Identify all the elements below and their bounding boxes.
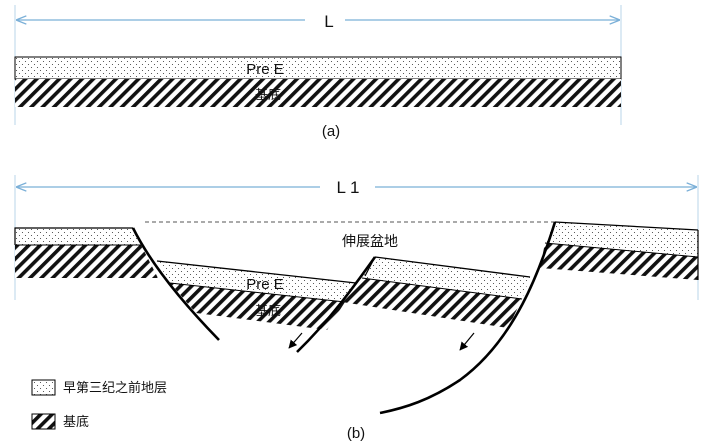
right-block-top xyxy=(554,221,699,231)
tilted-block-1-basement xyxy=(170,283,345,330)
caption-b: (b) xyxy=(347,425,365,442)
legend-item-basement: 基底 xyxy=(31,413,89,430)
tilted-block-1-interface xyxy=(169,282,346,303)
tilted-block-2-basement xyxy=(342,278,522,328)
fault-2 xyxy=(296,256,377,353)
pre-e-layer xyxy=(14,56,622,80)
left-block-basement xyxy=(15,245,158,278)
slip-arrow-2 xyxy=(459,332,475,351)
panel-b: L 1 伸展盆地 Pre E 基底 (b) xyxy=(14,175,699,442)
legend: 早第三纪之前地层 基底 xyxy=(31,379,167,430)
fault-3 xyxy=(379,221,557,415)
legend-swatch-hatch xyxy=(31,413,56,430)
legend-label-basement: 基底 xyxy=(63,414,89,430)
basement-layer xyxy=(15,79,621,107)
tilted-block-1-top xyxy=(156,260,357,284)
dimension-label-l: L xyxy=(324,12,333,31)
legend-label-pre-tertiary: 早第三纪之前地层 xyxy=(63,380,167,396)
caption-a: (a) xyxy=(322,123,340,140)
basement-label-b: 基底 xyxy=(255,303,281,319)
basin-label: 伸展盆地 xyxy=(342,234,398,250)
tilted-block-2-pre-e xyxy=(362,257,530,299)
basement-label: 基底 xyxy=(255,87,281,103)
pre-e-label-b: Pre E xyxy=(246,276,284,293)
tilted-block-2-interface xyxy=(361,277,523,300)
left-block-outline xyxy=(14,227,133,245)
tilted-block-2-top xyxy=(374,256,531,278)
right-block-basement xyxy=(540,243,698,280)
right-block-pre-e xyxy=(545,222,698,257)
dimension-label-l1: L 1 xyxy=(336,178,359,197)
left-block-pre-e xyxy=(15,228,141,245)
panel-a: L Pre E 基底 (a) xyxy=(14,5,622,140)
pre-e-label: Pre E xyxy=(246,61,284,78)
tilted-block-1-pre-e xyxy=(157,261,356,302)
slip-arrow-1 xyxy=(288,332,303,349)
fault-1 xyxy=(131,227,220,341)
right-block-interface xyxy=(544,242,699,258)
legend-swatch-dots xyxy=(31,379,56,396)
legend-item-pre-tertiary: 早第三纪之前地层 xyxy=(31,379,167,396)
